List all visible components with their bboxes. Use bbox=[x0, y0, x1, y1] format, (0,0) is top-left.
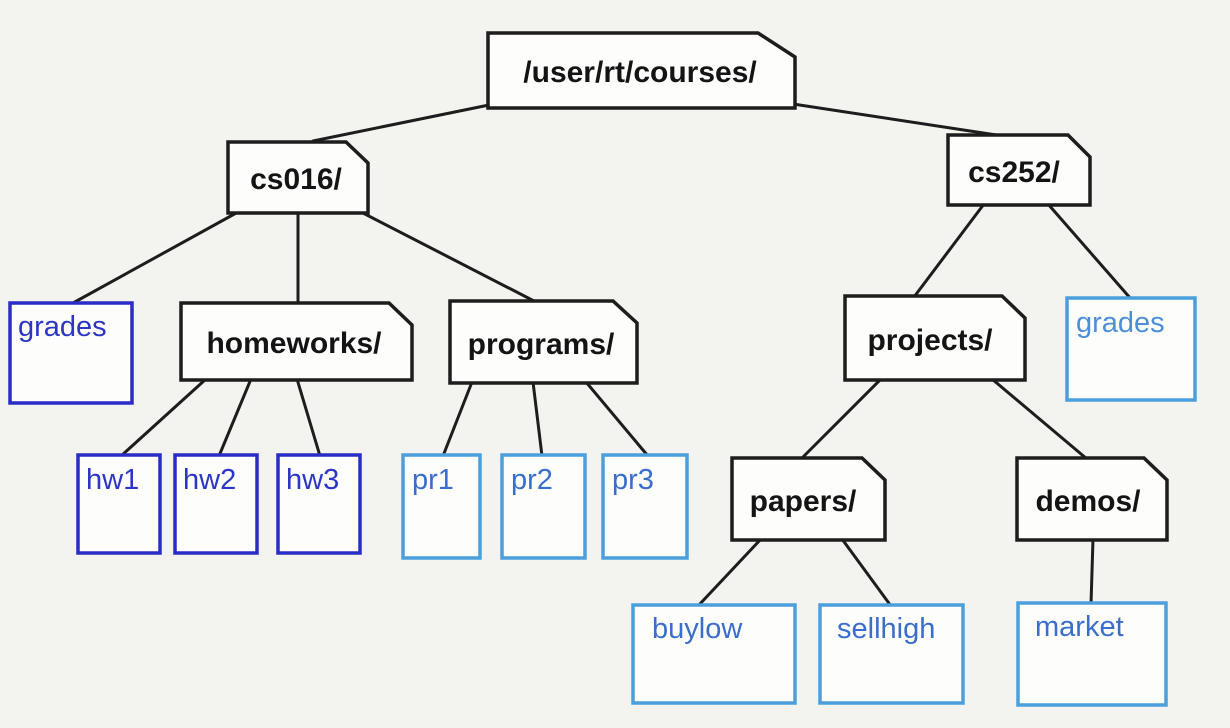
edge-cs252-projects bbox=[912, 202, 986, 299]
file-shape bbox=[631, 603, 797, 705]
edge-programs-pr2 bbox=[531, 380, 544, 458]
edge-papers-buylow bbox=[696, 537, 763, 608]
node-cs016: cs016/ bbox=[226, 140, 370, 215]
directory-label: projects/ bbox=[867, 324, 993, 357]
node-grades-cs016: grades bbox=[8, 301, 134, 405]
edge-homeworks-hw3 bbox=[295, 377, 322, 458]
folder-shape bbox=[448, 299, 639, 385]
file-label: market bbox=[1035, 611, 1124, 643]
file-label: pr1 bbox=[412, 464, 454, 496]
directory-label: papers/ bbox=[750, 485, 857, 518]
edge-cs252-grades bbox=[1046, 202, 1133, 301]
file-shape bbox=[818, 603, 965, 705]
edge-root-cs252 bbox=[791, 102, 1005, 138]
file-label: hw3 bbox=[286, 464, 339, 496]
edge-projects-papers bbox=[799, 377, 883, 461]
node-root: /user/rt/courses/ bbox=[486, 31, 797, 110]
node-homeworks: homeworks/ bbox=[179, 301, 414, 382]
file-shape bbox=[76, 453, 162, 555]
node-programs: programs/ bbox=[448, 299, 639, 385]
file-shape bbox=[500, 453, 587, 560]
node-cs252: cs252/ bbox=[946, 133, 1092, 207]
edge-homeworks-hw2 bbox=[217, 377, 253, 458]
edge-programs-pr3 bbox=[584, 380, 650, 458]
file-shape bbox=[1016, 601, 1168, 707]
edge-root-cs016 bbox=[311, 103, 491, 143]
folder-shape bbox=[946, 133, 1092, 207]
edge-homeworks-hw1 bbox=[119, 377, 208, 458]
node-hw2: hw2 bbox=[173, 453, 259, 555]
file-label: hw2 bbox=[183, 464, 236, 496]
node-market: market bbox=[1016, 601, 1168, 707]
folder-shape bbox=[226, 140, 370, 215]
node-projects: projects/ bbox=[843, 294, 1027, 382]
node-hw3: hw3 bbox=[276, 453, 362, 555]
edge-cs016-programs bbox=[359, 210, 536, 303]
file-shape bbox=[173, 453, 259, 555]
file-label: hw1 bbox=[86, 464, 139, 496]
edge-papers-sellhigh bbox=[840, 537, 893, 608]
node-pr3: pr3 bbox=[601, 453, 689, 560]
directory-label: homeworks/ bbox=[206, 327, 382, 360]
directory-label: demos/ bbox=[1035, 485, 1141, 518]
edge-projects-demos bbox=[990, 377, 1089, 461]
directory-label: cs252/ bbox=[968, 156, 1060, 189]
tree-edges bbox=[71, 102, 1133, 608]
file-label: buylow bbox=[652, 613, 743, 645]
file-shape bbox=[401, 453, 482, 560]
edge-cs016-grades bbox=[71, 210, 240, 305]
edge-demos-market bbox=[1089, 537, 1095, 606]
node-grades-cs252: grades bbox=[1065, 296, 1197, 402]
file-shape bbox=[8, 301, 134, 405]
node-demos: demos/ bbox=[1015, 456, 1169, 542]
node-pr1: pr1 bbox=[401, 453, 482, 560]
node-pr2: pr2 bbox=[500, 453, 587, 560]
node-sellhigh: sellhigh bbox=[818, 603, 965, 705]
file-label: grades bbox=[1076, 307, 1165, 339]
directory-label: programs/ bbox=[468, 328, 615, 361]
file-label: pr3 bbox=[612, 464, 654, 496]
folder-shape bbox=[843, 294, 1027, 382]
file-shape bbox=[276, 453, 362, 555]
file-label: sellhigh bbox=[837, 613, 935, 645]
folder-shape bbox=[1015, 456, 1169, 542]
file-label: grades bbox=[18, 311, 107, 343]
edge-programs-pr1 bbox=[441, 380, 474, 458]
file-label: pr2 bbox=[511, 464, 553, 496]
directory-label: cs016/ bbox=[250, 163, 342, 196]
node-papers: papers/ bbox=[730, 456, 887, 542]
folder-shape bbox=[730, 456, 887, 542]
file-shape bbox=[601, 453, 689, 560]
file-shape bbox=[1065, 296, 1197, 402]
folder-shape bbox=[486, 31, 797, 110]
folder-shape bbox=[179, 301, 414, 382]
directory-label: /user/rt/courses/ bbox=[523, 56, 757, 89]
node-buylow: buylow bbox=[631, 603, 797, 705]
node-hw1: hw1 bbox=[76, 453, 162, 555]
